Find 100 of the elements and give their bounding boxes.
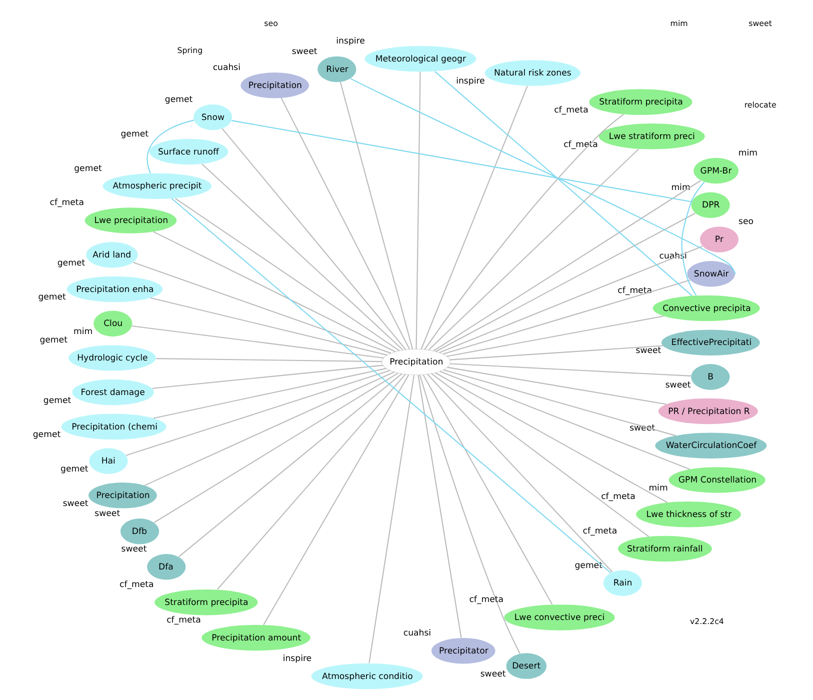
- connector: [126, 370, 390, 456]
- node-label: gemet: [38, 292, 66, 303]
- node-ellipse: DPR: [691, 192, 730, 218]
- node-label: inspire: [282, 654, 312, 664]
- connector: [446, 316, 664, 357]
- node-label: cf_meta: [50, 198, 84, 208]
- node-label: gemet: [60, 464, 88, 474]
- connector: [178, 373, 402, 558]
- node-ellipse: Convective precipita: [652, 295, 760, 322]
- connector: [416, 72, 421, 350]
- node-label: sweet: [94, 509, 120, 520]
- node-ellipse: Lwe thickness of str: [636, 501, 741, 528]
- node-label: cuahsi: [403, 628, 432, 639]
- connector: [150, 297, 388, 356]
- node-ellipse: WaterCirculationCoef: [655, 432, 767, 459]
- node-ellipse: Stratiform precipita: [154, 589, 258, 616]
- node-label: gemet: [57, 258, 86, 268]
- connector: [434, 372, 668, 503]
- node-ellipse: Clou: [94, 310, 132, 336]
- connector: [424, 114, 624, 350]
- node-ellipse: Precipitation: [382, 348, 451, 376]
- node-ellipse: PR / Precipitation R: [658, 398, 758, 424]
- node-ellipse: GPM-Br: [694, 158, 739, 184]
- node-label: sweet: [636, 346, 662, 356]
- node-label: seo: [738, 217, 754, 228]
- node-ellipse: Forest damage: [72, 379, 154, 406]
- connector: [146, 120, 194, 174]
- node-label: cuahsi: [212, 63, 241, 74]
- node-label: cf_meta: [120, 580, 154, 590]
- node-label: gemet: [40, 336, 68, 346]
- node-ellipse: Dfb: [120, 518, 160, 544]
- node-ellipse: Snow: [194, 104, 232, 130]
- connector: [419, 374, 520, 654]
- node-ellipse: Meteorological geogr: [364, 46, 476, 72]
- node-label: cf_meta: [564, 140, 598, 150]
- connector: [350, 78, 736, 274]
- node-label: cf_meta: [601, 492, 636, 502]
- node-ellipse: Stratiform rainfall: [618, 536, 712, 562]
- node-label: mim: [648, 483, 668, 494]
- connector: [175, 198, 400, 352]
- connector: [153, 368, 386, 419]
- connector: [154, 372, 398, 523]
- node-label: cf_meta: [582, 526, 618, 536]
- connector: [422, 374, 553, 605]
- node-ellipse: Hai: [89, 448, 128, 474]
- connector: [439, 246, 703, 354]
- node-label: gemet: [164, 94, 193, 105]
- node-ellipse: River: [318, 56, 356, 82]
- node-ellipse: Lwe precipitation: [84, 208, 177, 234]
- node-label: cf_meta: [618, 286, 652, 296]
- node-ellipse: Hydrologic cycle: [68, 345, 156, 371]
- node-ellipse: GPM Constellation: [668, 467, 766, 493]
- node-label: mim: [671, 182, 690, 193]
- connector: [216, 374, 406, 590]
- node-ellipse: Precipitation amount: [202, 624, 310, 651]
- node-label: cf_meta: [469, 595, 504, 606]
- connector: [450, 345, 663, 360]
- node-ellipse: Stratiform precipita: [589, 89, 692, 115]
- connector: [144, 371, 394, 486]
- node-label: gemet: [43, 396, 72, 406]
- node-label: cf_meta: [554, 106, 588, 116]
- node-label: mim: [74, 327, 93, 338]
- node-label: inspire: [456, 76, 485, 86]
- node-ellipse: Lwe stratiform preci: [598, 124, 705, 150]
- node-ellipse: Arid land: [86, 242, 138, 268]
- node-label: sweet: [665, 380, 691, 390]
- connector: [443, 369, 676, 436]
- node-ellipse: Pr: [700, 226, 739, 252]
- node-label: gemet: [32, 430, 61, 440]
- node-label: mim: [738, 148, 758, 158]
- connector: [340, 82, 414, 350]
- connector: [450, 363, 692, 376]
- node-ellipse: Precipitator: [431, 638, 496, 664]
- node-ellipse: EffectivePrecipitati: [661, 330, 760, 356]
- node-label: gemet: [574, 560, 602, 571]
- connector: [368, 374, 415, 664]
- node-ellipse: Rain: [603, 570, 642, 596]
- node-ellipse: Desert: [506, 653, 547, 679]
- connector: [440, 370, 690, 470]
- connector: [418, 374, 462, 638]
- node-ellipse: Atmospheric conditio: [311, 663, 423, 690]
- connector: [431, 373, 650, 537]
- connector: [420, 86, 528, 350]
- node-ellipse: B: [691, 364, 730, 390]
- node-ellipse: Atmospheric precipit: [102, 173, 212, 199]
- node-ellipse: Surface runoff: [149, 138, 228, 165]
- connector: [152, 364, 384, 389]
- connector: [280, 98, 410, 350]
- connector: [222, 128, 406, 350]
- node-ellipse: Precipitation enha: [66, 276, 163, 302]
- connector: [427, 374, 613, 572]
- node-label: sweet: [480, 670, 506, 680]
- node-ellipse: Natural risk zones: [484, 60, 580, 86]
- node-ellipse: SnowAir: [687, 260, 736, 287]
- connector: [133, 262, 392, 354]
- connector: [153, 231, 396, 352]
- connector: [442, 280, 690, 354]
- connector: [132, 325, 384, 358]
- connector: [232, 120, 692, 202]
- node-ellipse: Lwe convective preci: [504, 604, 615, 630]
